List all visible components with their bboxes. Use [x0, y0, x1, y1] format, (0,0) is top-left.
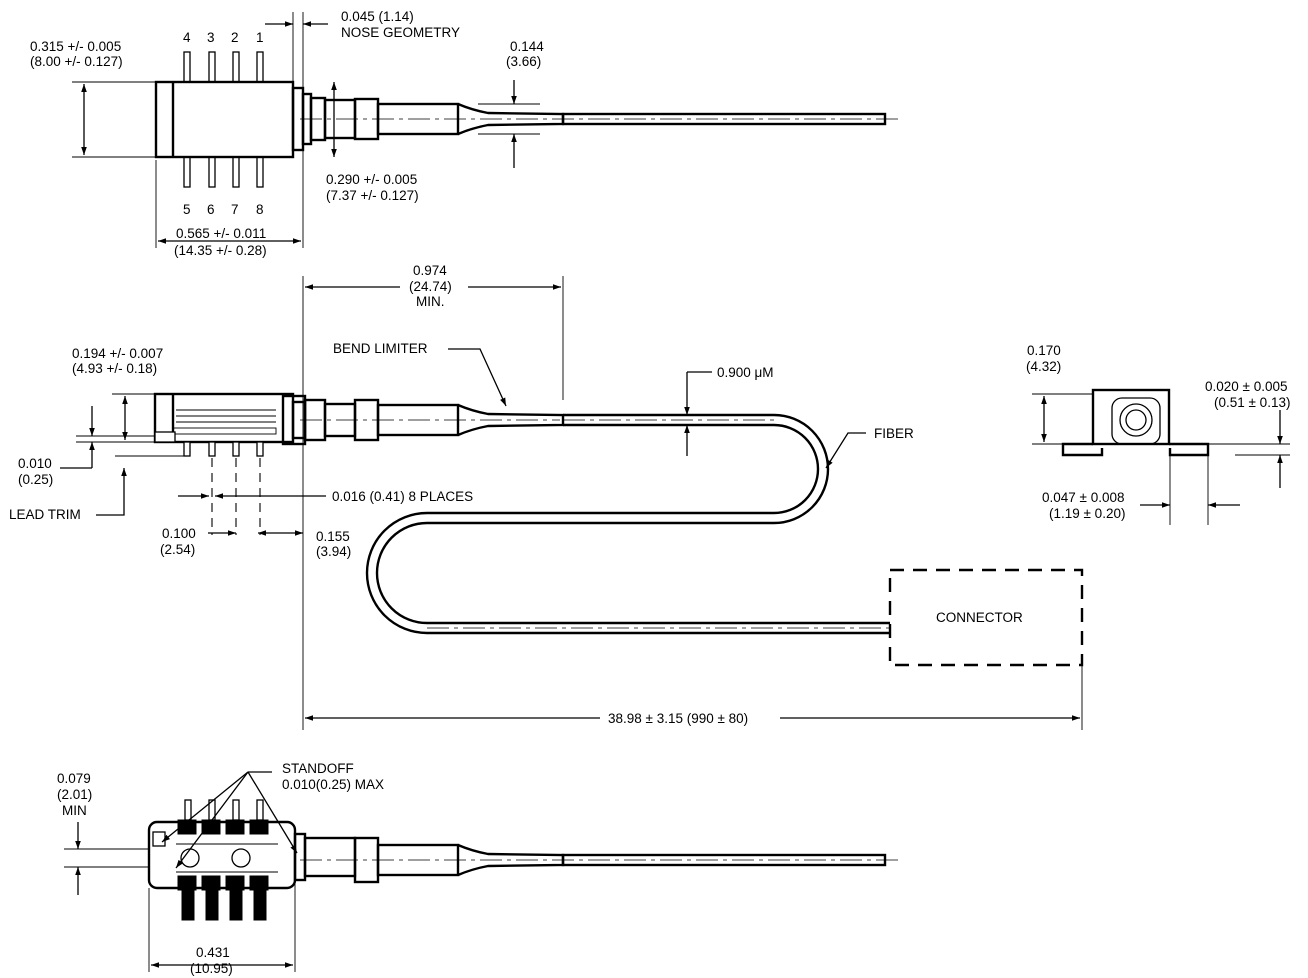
taper-dimension-mm: (3.66)	[506, 54, 541, 69]
nose-geometry-label: NOSE GEOMETRY	[341, 25, 460, 40]
connector-label: CONNECTOR	[936, 610, 1023, 625]
spacing-dimension-mm: (10.95)	[190, 961, 233, 976]
pin-7-label: 7	[231, 202, 239, 217]
pin-8-label: 8	[256, 202, 264, 217]
hole-dimension-mm: (2.01)	[57, 787, 92, 802]
hole-min-label: MIN	[62, 803, 87, 818]
mounting-hole-2	[231, 848, 251, 868]
lead-trim-label: LEAD TRIM	[9, 507, 81, 522]
body-length-inch: 0.565 +/- 0.011	[176, 226, 266, 241]
lead-pitch-mm: (2.54)	[160, 542, 195, 557]
pin-4-label: 4	[183, 30, 191, 45]
side-view: 0.974 (24.74) MIN.	[9, 263, 1084, 730]
pin-6-label: 6	[207, 202, 215, 217]
pin-2-label: 2	[231, 30, 239, 45]
lead-thickness-mm: (0.51 ± 0.13)	[1214, 395, 1290, 410]
lead-end-mm: (3.94)	[316, 544, 351, 559]
fiber-loop	[365, 413, 890, 635]
standoff-pads	[177, 819, 269, 891]
lead-offset-inch: 0.010	[18, 456, 52, 471]
bottom-view: STANDOFF 0.010(0.25) MAX 0.079 (2.01) MI…	[57, 761, 900, 976]
standoff-max-label: 0.010(0.25) MAX	[282, 777, 384, 792]
bend-limiter-label: BEND LIMITER	[333, 341, 428, 356]
side-view-body	[153, 392, 295, 444]
lead-thickness-inch: 0.020 ± 0.005	[1205, 379, 1287, 394]
body-length-mm: (14.35 +/- 0.28)	[174, 243, 267, 258]
bottom-view-leads	[181, 799, 267, 921]
pin-3-label: 3	[207, 30, 215, 45]
min-length-mm: (24.74)	[409, 279, 452, 294]
lead-pitch-inch: 0.100	[162, 526, 196, 541]
top-view-leads	[183, 51, 264, 188]
top-view: 4 3 2 1 5 6 7 8 0.045 (1.14) NOSE GEOMET…	[30, 9, 900, 258]
ferrule-dimension-mm: (7.37 +/- 0.127)	[326, 188, 419, 203]
total-length-dimension: 38.98 ± 3.15 (990 ± 80)	[608, 711, 748, 726]
lead-width-dimension: 0.016 (0.41) 8 PLACES	[332, 489, 473, 504]
lead-end-inch: 0.155	[316, 529, 350, 544]
foot-length-mm: (1.19 ± 0.20)	[1049, 506, 1125, 521]
fiber-diameter: 0.900 μM	[717, 365, 774, 380]
connector-outline	[888, 568, 1084, 667]
end-view: 0.170 (4.32) 0.020 ± 0.005 (0.51 ± 0.13)…	[1026, 343, 1290, 525]
fiber-label: FIBER	[874, 426, 914, 441]
standoff-label: STANDOFF	[282, 761, 354, 776]
ferrule-dimension-inch: 0.290 +/- 0.005	[326, 172, 417, 187]
side-view-leads	[183, 441, 264, 535]
body-height-mm: (8.00 +/- 0.127)	[30, 54, 123, 69]
end-height-inch: 0.170	[1027, 343, 1061, 358]
end-height-mm: (4.32)	[1026, 359, 1061, 374]
min-label: MIN.	[416, 294, 445, 309]
min-length-inch: 0.974	[413, 263, 447, 278]
nose-dimension: 0.045 (1.14)	[341, 9, 414, 24]
pin-1-label: 1	[256, 30, 264, 45]
body-height-inch: 0.315 +/- 0.005	[30, 39, 121, 54]
taper-dimension-inch: 0.144	[510, 39, 544, 54]
side-body-height-inch: 0.194 +/- 0.007	[72, 346, 163, 361]
lead-offset-mm: (0.25)	[18, 472, 53, 487]
pin-5-label: 5	[183, 202, 191, 217]
foot-length-inch: 0.047 ± 0.008	[1042, 490, 1124, 505]
side-body-height-mm: (4.93 +/- 0.18)	[72, 361, 157, 376]
bottom-view-body	[147, 820, 297, 890]
top-view-body	[154, 80, 295, 159]
spacing-dimension-inch: 0.431	[196, 945, 230, 960]
hole-dimension-inch: 0.079	[57, 771, 91, 786]
